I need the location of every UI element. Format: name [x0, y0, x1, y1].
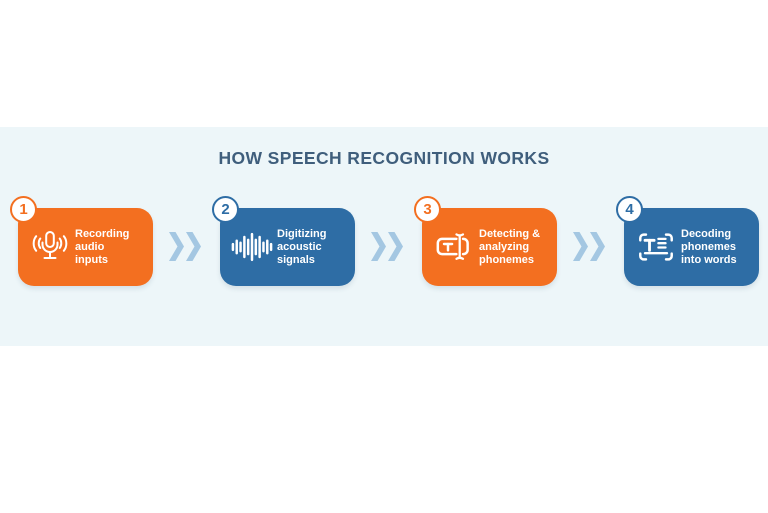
double-chevron-arrow-icon: [573, 232, 605, 261]
step-label-line: inputs: [75, 253, 108, 266]
step-card-recording: 1 Recording audio inputs: [10, 196, 153, 286]
waveform-icon: [230, 231, 274, 263]
step-label-line: audio: [75, 240, 105, 253]
step-label-line: into words: [681, 253, 737, 266]
step-number-badge: 4: [616, 196, 643, 223]
step-label-line: Detecting &: [479, 227, 541, 240]
page-title: HOW SPEECH RECOGNITION WORKS: [218, 148, 550, 168]
double-chevron-arrow-icon: [169, 232, 201, 261]
step-label-line: phonemes: [479, 253, 535, 266]
microphone-icon: [28, 230, 72, 264]
step-label-line: acoustic: [277, 240, 322, 253]
text-decode-icon: [634, 229, 678, 265]
step-number-badge: 1: [10, 196, 37, 223]
step-label-line: analyzing: [479, 240, 530, 253]
step-label: Decoding phonemes into words: [678, 228, 737, 267]
step-card-decoding: 4 Decoding phonemes into words: [616, 196, 759, 286]
double-chevron-arrow-icon: [371, 232, 403, 261]
step-label-line: signals: [277, 253, 315, 266]
step-label-line: Decoding: [681, 227, 732, 240]
step-number-badge: 3: [414, 196, 441, 223]
step-card-detecting: 3 Detecting & analyzing phonemes: [414, 196, 557, 286]
step-card-digitizing: 2 Digitizing acoustic signals: [212, 196, 355, 286]
step-label-line: Recording: [75, 227, 130, 240]
step-label-line: phonemes: [681, 240, 737, 253]
text-detection-icon: [432, 229, 476, 265]
step-number-badge: 2: [212, 196, 239, 223]
step-label: Recording audio inputs: [72, 228, 129, 267]
step-label: Digitizing acoustic signals: [274, 228, 327, 267]
step-label: Detecting & analyzing phonemes: [476, 228, 540, 267]
step-label-line: Digitizing: [277, 227, 327, 240]
